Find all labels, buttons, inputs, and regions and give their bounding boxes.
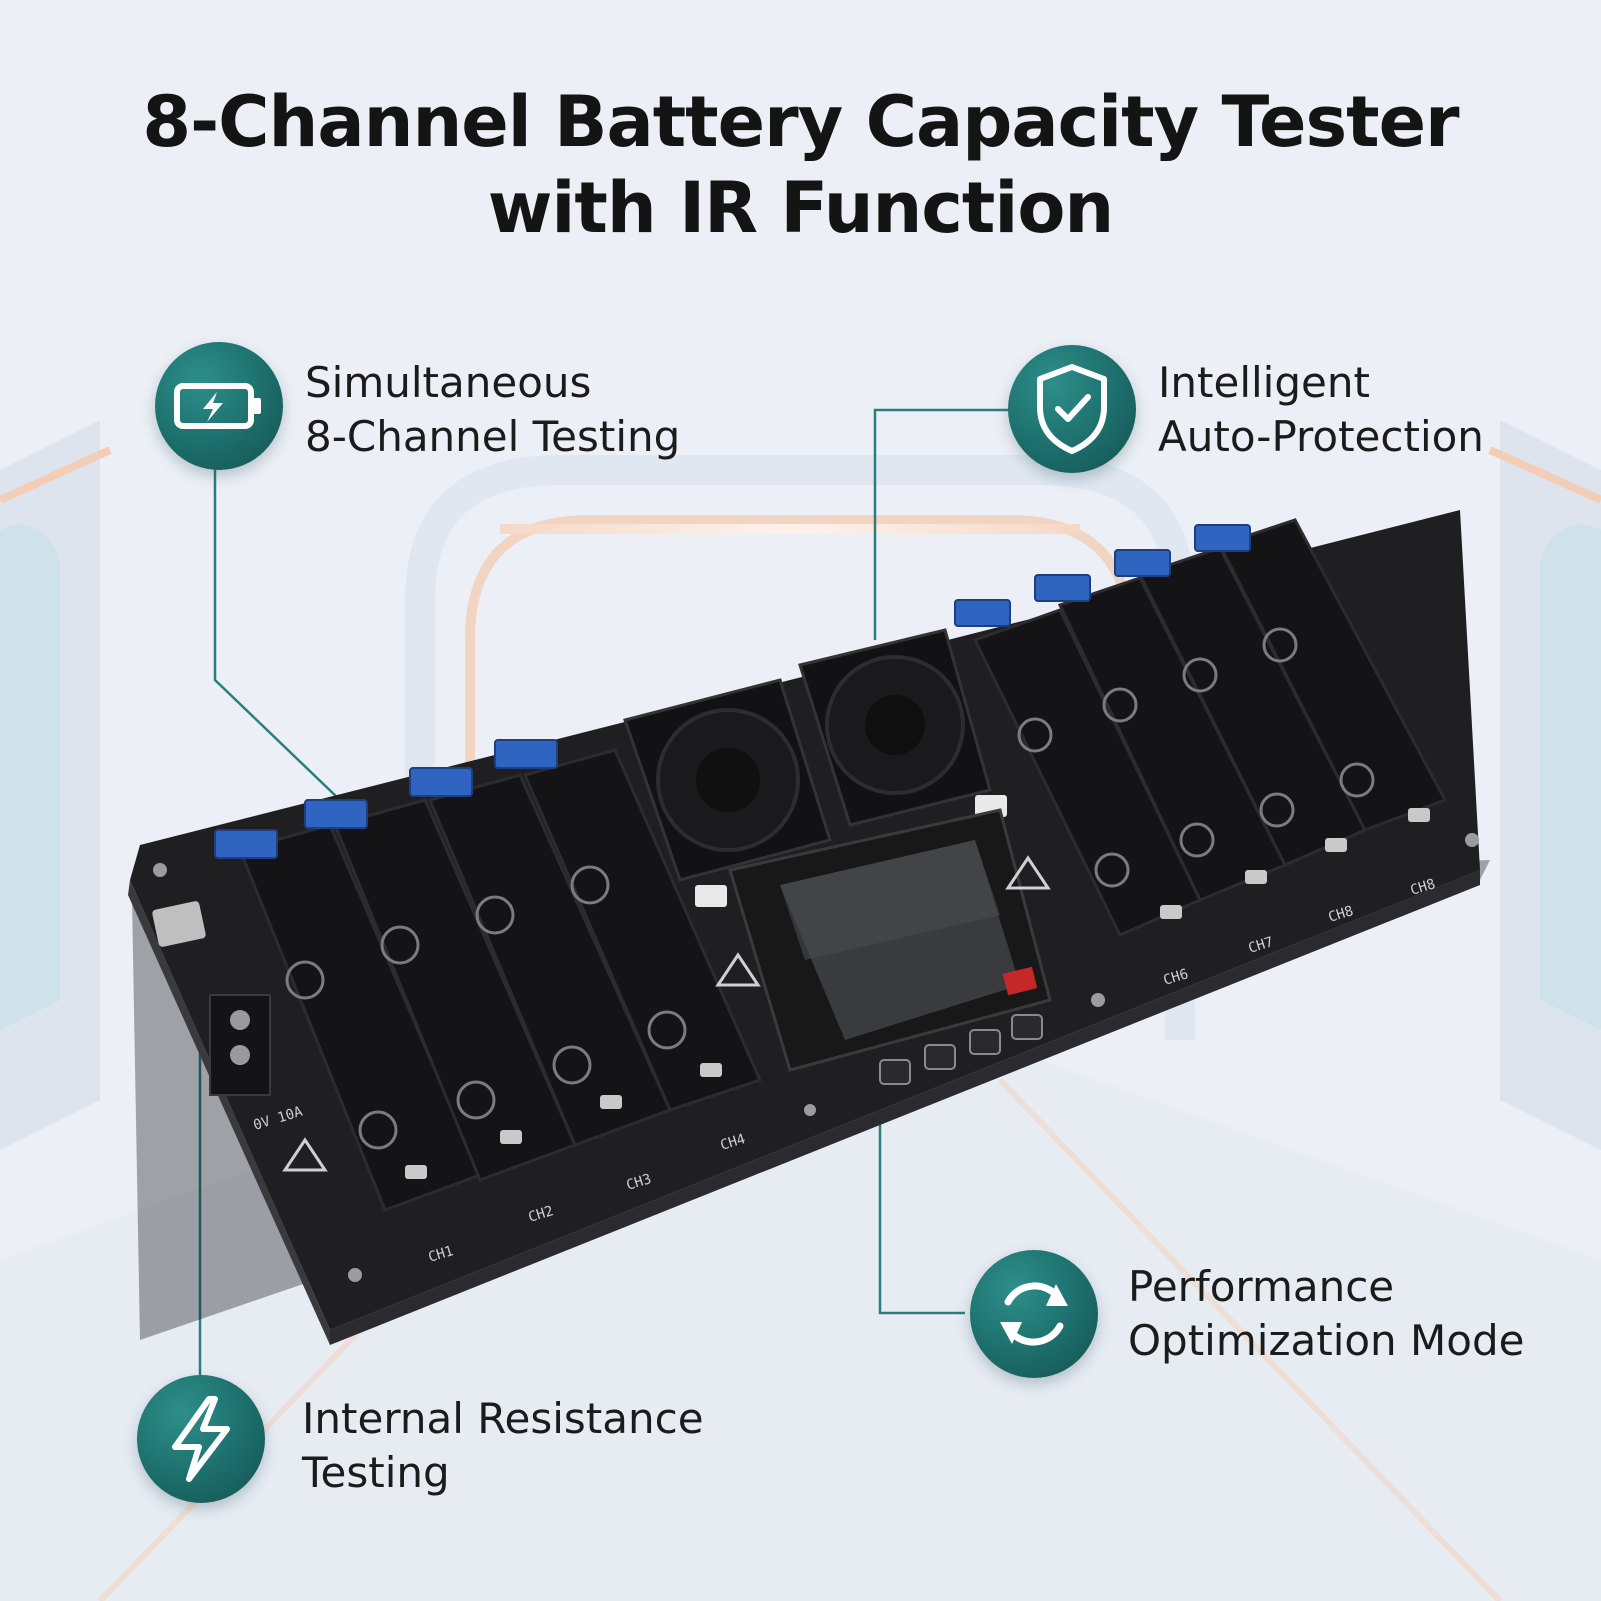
leader-line-simultaneous: [213, 462, 341, 801]
battery-holders-left: [237, 748, 763, 1212]
board-edge-bottom: [330, 870, 1480, 1345]
control-buttons: [879, 1014, 1043, 1085]
lightning-bolt-icon: [137, 1375, 265, 1503]
feature-1-line-1: Simultaneous: [305, 358, 592, 407]
feature-performance-optimization: Performance Optimization Mode: [1128, 1260, 1524, 1368]
feature-3-line-2: Optimization Mode: [1128, 1316, 1525, 1365]
feature-internal-resistance: Internal Resistance Testing: [302, 1392, 704, 1500]
battery-holder-ch4: [522, 748, 763, 1112]
feature-2-line-1: Intelligent: [1158, 358, 1370, 407]
feature-4-line-2: Testing: [302, 1448, 450, 1497]
cooling-fan-left: [623, 678, 832, 882]
channel-label-ch6: CH6: [1161, 966, 1190, 989]
battery-holder-ch8: [1217, 518, 1448, 832]
cooling-fan-right: [798, 628, 992, 827]
lcd-display: [728, 808, 1052, 1072]
shield-check-icon: [1008, 345, 1136, 473]
channel-label-ch3: CH3: [624, 1171, 653, 1194]
page-title-line-1: 8-Channel Battery Capacity Tester: [142, 81, 1459, 163]
feature-auto-protection: Intelligent Auto-Protection: [1158, 356, 1484, 464]
warning-triangles: [282, 855, 1051, 1172]
channel-label-ch1: CH1: [426, 1243, 455, 1266]
page-title-line-2: with IR Function: [487, 167, 1115, 249]
feature-3-line-1: Performance: [1128, 1262, 1395, 1311]
channel-label-ch4: CH4: [718, 1131, 747, 1154]
channel-label-ch8b: CH8: [1408, 876, 1437, 899]
fan-connector-left: [695, 885, 727, 907]
feature-1-line-2: 8-Channel Testing: [305, 412, 681, 461]
leader-line-performance: [878, 1085, 965, 1315]
leader-lines: [198, 408, 1010, 1375]
feature-4-line-1: Internal Resistance: [302, 1394, 704, 1443]
channel-label-ch8a: CH8: [1326, 903, 1355, 926]
board-edge: [128, 880, 330, 1345]
channel-label-ch7: CH7: [1246, 934, 1275, 957]
battery-charging-icon: [155, 342, 283, 470]
refresh-cycle-icon: [970, 1250, 1098, 1378]
battery-holders-right: [972, 518, 1448, 937]
feature-simultaneous-testing: Simultaneous 8-Channel Testing: [305, 356, 680, 464]
power-input-terminal: [152, 901, 271, 1096]
leader-line-protection: [873, 408, 1010, 640]
screw-terminals: [214, 524, 1251, 859]
mounting-screws: [153, 833, 1479, 1282]
channel-label-ch2: CH2: [526, 1203, 555, 1226]
feature-2-line-2: Auto-Protection: [1158, 412, 1484, 461]
